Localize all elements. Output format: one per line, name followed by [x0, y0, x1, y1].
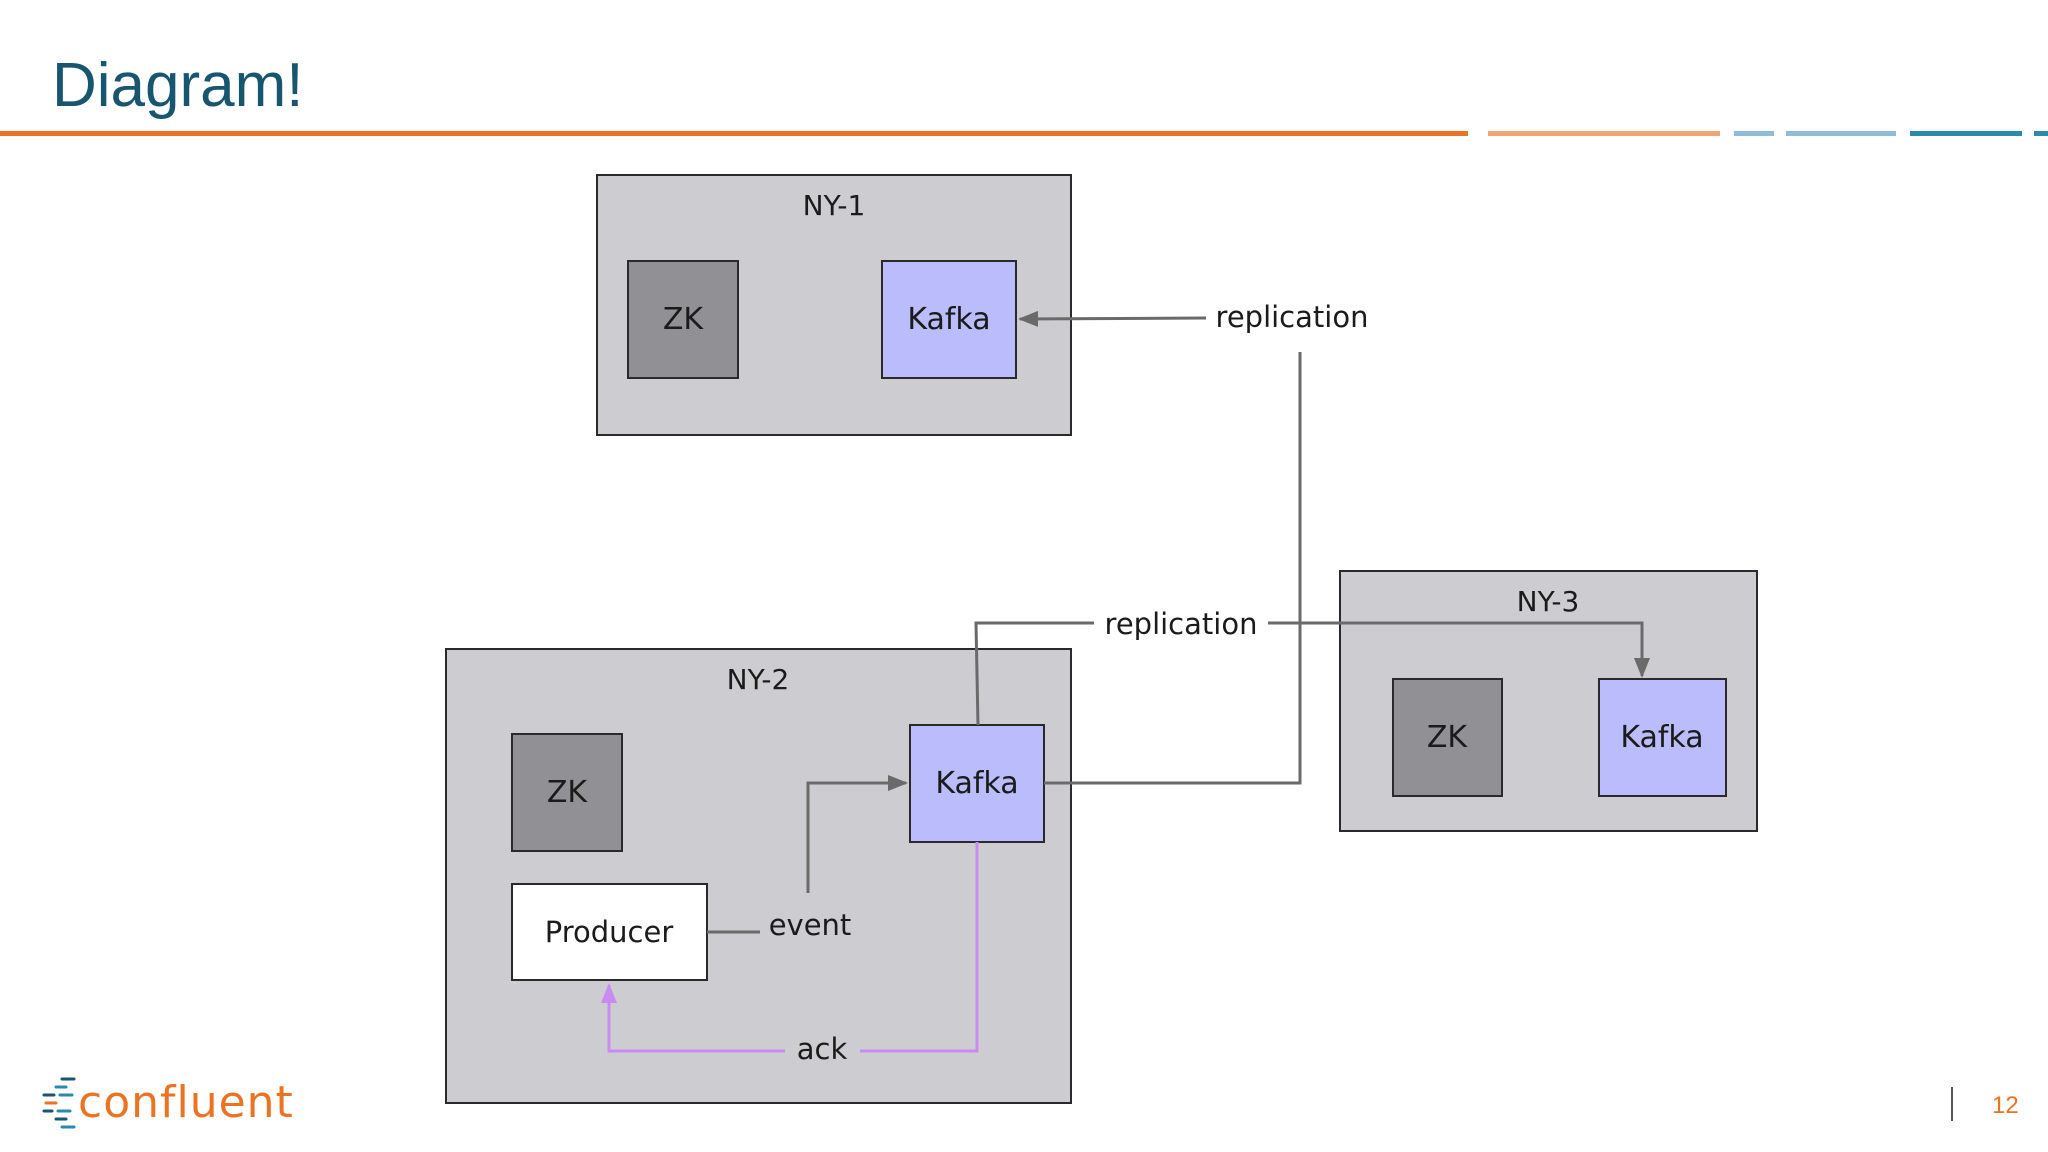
replication-connector-to-ny3-kafka [1268, 621, 1650, 678]
ny2-kafka-node: Kafka [909, 724, 1045, 843]
region-ny2: NY-2 ZK Kafka Producer [445, 648, 1072, 1104]
ny3-zk-node: ZK [1392, 678, 1503, 797]
replication-flow-ny1: replication [1018, 300, 1369, 785]
event-label: event [769, 908, 852, 942]
region-ny3: NY-3 ZK Kafka [1339, 570, 1758, 832]
ny3-zk-label: ZK [1427, 720, 1469, 755]
slide-title: Diagram! [52, 51, 304, 120]
header-rule-light-blue [1786, 131, 1896, 136]
event-flow: event [707, 775, 908, 942]
replication-label-ny1: replication [1216, 300, 1369, 334]
region-ny1-label: NY-1 [803, 189, 866, 222]
ny1-zk-label: ZK [663, 302, 705, 337]
ack-flow: ack [601, 842, 979, 1066]
replication-flow-ny3: replication [974, 607, 1650, 726]
header-rule-orange [0, 131, 1468, 136]
replication-connector-ny2-up [974, 621, 1094, 726]
ny1-kafka-node: Kafka [881, 260, 1017, 379]
ny2-zk-label: ZK [547, 775, 589, 810]
ny3-kafka-label: Kafka [1620, 720, 1703, 755]
confluent-wordmark: confluent [78, 1077, 294, 1128]
page-number-separator [1951, 1087, 1953, 1121]
confluent-logo: confluent [42, 1075, 294, 1131]
page-number: 12 [1992, 1092, 2019, 1119]
ny1-kafka-label: Kafka [907, 302, 990, 337]
ny2-producer-node: Producer [511, 883, 708, 981]
confluent-logo-icon [42, 1077, 76, 1129]
ack-label: ack [797, 1032, 848, 1066]
header-rule-light-orange [1488, 131, 1720, 136]
event-connector-to-kafka [806, 775, 908, 893]
header-rule-light-blue-short [1734, 131, 1774, 136]
region-ny3-label: NY-3 [1517, 585, 1580, 618]
ack-connector-from-kafka [860, 842, 979, 1053]
region-ny2-label: NY-2 [727, 663, 790, 696]
ny1-zk-node: ZK [627, 260, 739, 379]
replication-label-ny3: replication [1105, 607, 1258, 641]
ny2-zk-node: ZK [511, 733, 623, 852]
ny2-kafka-label: Kafka [935, 766, 1018, 801]
ack-connector-to-producer [601, 983, 785, 1053]
ny2-producer-label: Producer [545, 915, 674, 949]
replication-arrow-into-ny1-kafka [1018, 310, 1207, 327]
header-rule-teal-end [2034, 131, 2048, 136]
region-ny1: NY-1 ZK Kafka [596, 174, 1072, 436]
header-rule-teal [1910, 131, 2022, 136]
ny3-kafka-node: Kafka [1598, 678, 1727, 797]
replication-connector-ny2-to-ny1 [1044, 352, 1302, 785]
